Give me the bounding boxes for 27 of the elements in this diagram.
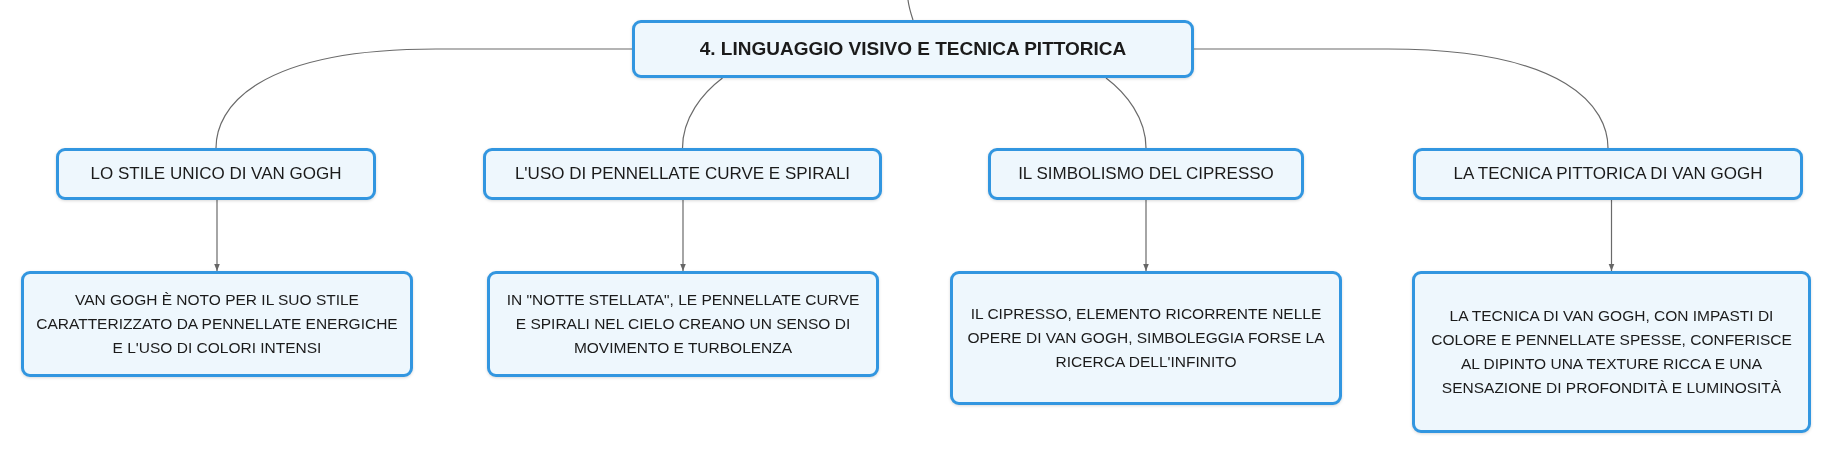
topic-box	[988, 148, 1304, 200]
description-text: IN "NOTTE STELLATA", LE PENNELLATE CURVE E SPIRALI NEL CIELO CREANO UN SENSO DI MOVIMENTO E TURBOLENZA	[505, 289, 861, 358]
description-box	[1412, 271, 1811, 433]
topic-text: L'USO DI PENNELLATE CURVE E SPIRALI	[514, 163, 851, 185]
connector-line	[1105, 77, 1147, 149]
arrow	[214, 199, 220, 272]
topic-box	[56, 148, 376, 200]
connector-line	[681, 77, 724, 149]
connector-line	[907, 0, 914, 21]
topic-text: IL SIMBOLISMO DEL CIPRESSO	[1018, 163, 1274, 185]
connector-line	[1193, 48, 1609, 149]
topic-box	[483, 148, 882, 200]
description-text: IL CIPRESSO, ELEMENTO RICORRENTE NELLE OPERE DI VAN GOGH, SIMBOLEGGIA FORSE LA RICERCA DELL'INFINITO	[966, 303, 1326, 372]
connector-line	[215, 48, 633, 149]
central-topic-box	[632, 20, 1194, 78]
arrow	[680, 199, 686, 272]
description-text: LA TECNICA DI VAN GOGH, CON IMPASTI DI COLORE E PENNELLATE SPESSE, CONFERISCE AL DIPINTO UNA TEXTURE RICCA E UNA SENSAZIONE DI PROFONDITÀ E LUMINOSITÀ	[1430, 305, 1793, 398]
title-text: 4. LINGUAGGIO VISIVO E TECNICA PITTORICA	[699, 37, 1127, 61]
description-box	[950, 271, 1342, 405]
topic-text: LA TECNICA PITTORICA DI VAN GOGH	[1453, 163, 1763, 185]
arrow	[1608, 199, 1615, 272]
description-box	[487, 271, 879, 377]
topic-box	[1413, 148, 1803, 200]
description-box	[21, 271, 413, 377]
description-text: VAN GOGH È NOTO PER IL SUO STILE CARATTERIZZATO DA PENNELLATE ENERGICHE E L'USO DI COLORI INTENSI	[35, 289, 399, 358]
topic-text: LO STILE UNICO DI VAN GOGH	[90, 163, 342, 185]
arrow	[1143, 199, 1149, 272]
